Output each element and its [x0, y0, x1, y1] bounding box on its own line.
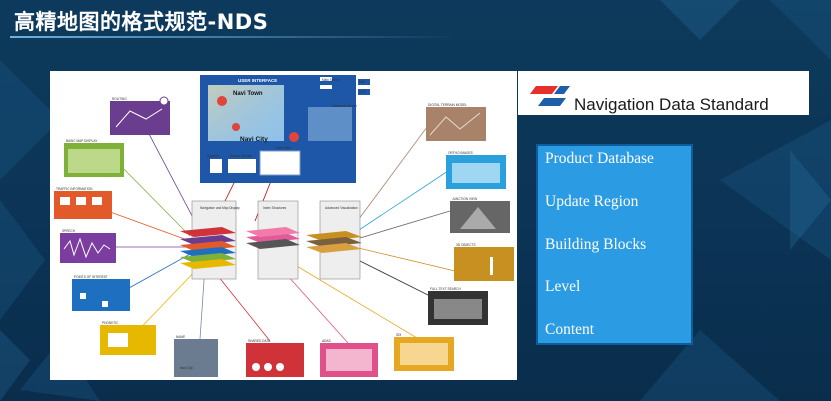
tile-label-poi: POINTS OF INTEREST [74, 275, 108, 279]
tile-sdi [394, 337, 454, 371]
nds-logo-icon [530, 86, 570, 106]
tile-junction [450, 201, 510, 233]
tile-basic-map [64, 143, 124, 177]
nds-logo-text: Navigation Data Standard [574, 95, 769, 114]
menu-item-building-blocks[interactable]: Building Blocks [545, 236, 647, 253]
tile-label-junction: JUNCTION VIEW [452, 197, 477, 201]
tile-label-terrain: DIGITAL TERRAIN MODEL [428, 103, 467, 107]
nds-architecture-diagram: USER INTERFACE Navi Town Navi City Main … [50, 71, 517, 380]
tile-full-text-search [428, 291, 488, 325]
ui-tag-hmi: HMI [359, 80, 365, 84]
tile-speech [60, 233, 116, 263]
stack-index [246, 200, 300, 280]
tile-3d-objects [454, 247, 514, 281]
stack-label-navigation: Navigation and Map Display [200, 206, 240, 210]
tile-label-full-text-search: FULL TEXT SEARCH [430, 287, 461, 291]
tile-poi [72, 279, 130, 311]
ui-tag-additional-screen: Additional Screen [332, 104, 357, 108]
tile-terrain [426, 107, 486, 141]
tile-routing [110, 96, 170, 135]
tile-label-speech: SPEECH [62, 229, 76, 233]
tile-label-sdi: SDI [396, 333, 401, 337]
tile-adas [320, 343, 378, 377]
tile-ortho [446, 155, 506, 189]
title-underline [10, 36, 460, 38]
stack-navigation [180, 200, 237, 280]
ui-title: USER INTERFACE [238, 78, 277, 83]
tile-shared-data [246, 343, 304, 377]
tile-phonetic [100, 325, 156, 355]
page-title: 高精地图的格式规范-NDS [14, 10, 269, 34]
tile-name [174, 339, 218, 377]
ui-tag-search-results: Search Results [230, 154, 252, 158]
tile-label-basic-map: BASIC MAP DISPLAY [66, 139, 98, 143]
stack-label-advanced: Advanced Visualization [325, 206, 358, 210]
tile-label-traffic: TRAFFIC INFORMATION [56, 187, 93, 191]
menu-item-product-database[interactable]: Product Database [545, 150, 654, 167]
tile-label-routing: ROUTING [112, 97, 127, 101]
tile-label-ortho: ORTHO IMAGES [448, 151, 473, 155]
ui-tag-input-field: Input Field [276, 146, 291, 150]
tile-label-phonetic: PHONETIC [102, 321, 119, 325]
stack-advanced [306, 200, 362, 280]
tile-name-city: Navi City [180, 366, 193, 370]
menu-item-level[interactable]: Level [545, 278, 581, 295]
tile-traffic [54, 191, 112, 219]
ui-tag-main-screen: Main Screen [322, 78, 340, 82]
ui-tag-speaker: Speaker [207, 154, 220, 158]
map-label-navi-town: Navi Town [233, 91, 263, 97]
nds-concepts-menu: Product Database Update Region Building … [536, 144, 693, 345]
ui-tag-gps: GPS [359, 90, 366, 94]
tile-label-3d-objects: 3D OBJECTS [456, 243, 476, 247]
tile-label-shared-data: SHARED DATA [248, 339, 271, 343]
map-label-navi-city: Navi City [240, 136, 268, 143]
tile-label-adas: ADAS [322, 339, 331, 343]
menu-item-update-region[interactable]: Update Region [545, 193, 639, 210]
menu-item-content[interactable]: Content [545, 321, 595, 338]
diagram-svg: USER INTERFACE Navi Town Navi City Main … [54, 75, 514, 377]
user-interface-panel [200, 75, 370, 183]
stack-label-index: Index Structures [263, 206, 287, 210]
nds-logo: Navigation Data Standard [518, 71, 809, 115]
tile-label-name: NAME [176, 335, 185, 339]
